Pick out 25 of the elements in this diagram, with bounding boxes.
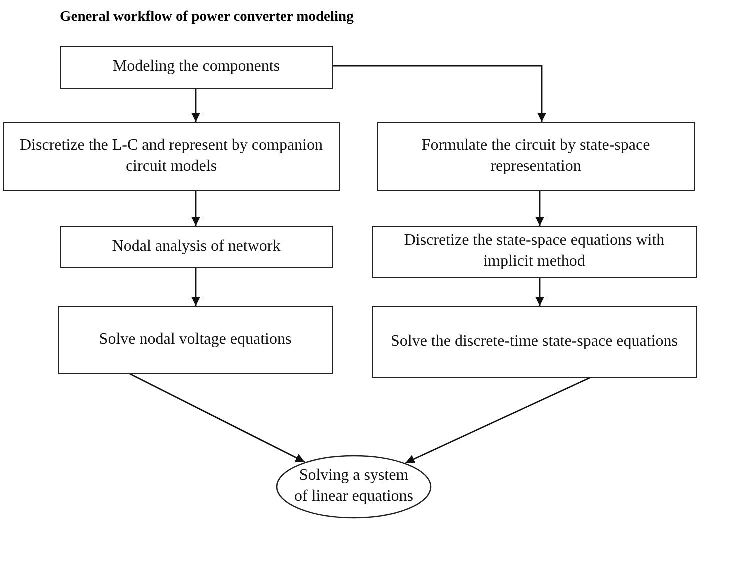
arrow: [333, 65, 546, 122]
process-box: [60, 46, 333, 89]
node-text: Solving a system of linear equations: [293, 466, 415, 507]
node-text: Discretize the L-C and represent by companion circuit models: [19, 136, 324, 176]
node-text: Modeling the components: [112, 57, 280, 78]
process-box: [58, 306, 333, 374]
arrow: [536, 278, 544, 306]
arrow: [192, 89, 200, 122]
arrow: [130, 373, 306, 463]
process-box: [372, 306, 697, 378]
arrow: [536, 191, 544, 226]
diagram-title: General workflow of power converter modeling: [60, 9, 354, 26]
process-box: [372, 226, 697, 278]
arrow: [406, 377, 590, 464]
node-text: Nodal analysis of network: [112, 236, 281, 257]
node-text: Solve the discrete-time state-space equations: [390, 332, 678, 352]
node-text: Formulate the circuit by state-space representation: [420, 136, 652, 176]
process-box: [60, 226, 333, 268]
process-box: [3, 122, 340, 191]
arrow: [192, 268, 200, 306]
node-text: Discretize the state-space equations with implicit method: [403, 231, 666, 272]
process-box: [377, 122, 695, 191]
arrow: [192, 191, 200, 226]
terminal-ellipse: [276, 455, 432, 519]
node-text: Solve nodal voltage equations: [99, 330, 292, 350]
